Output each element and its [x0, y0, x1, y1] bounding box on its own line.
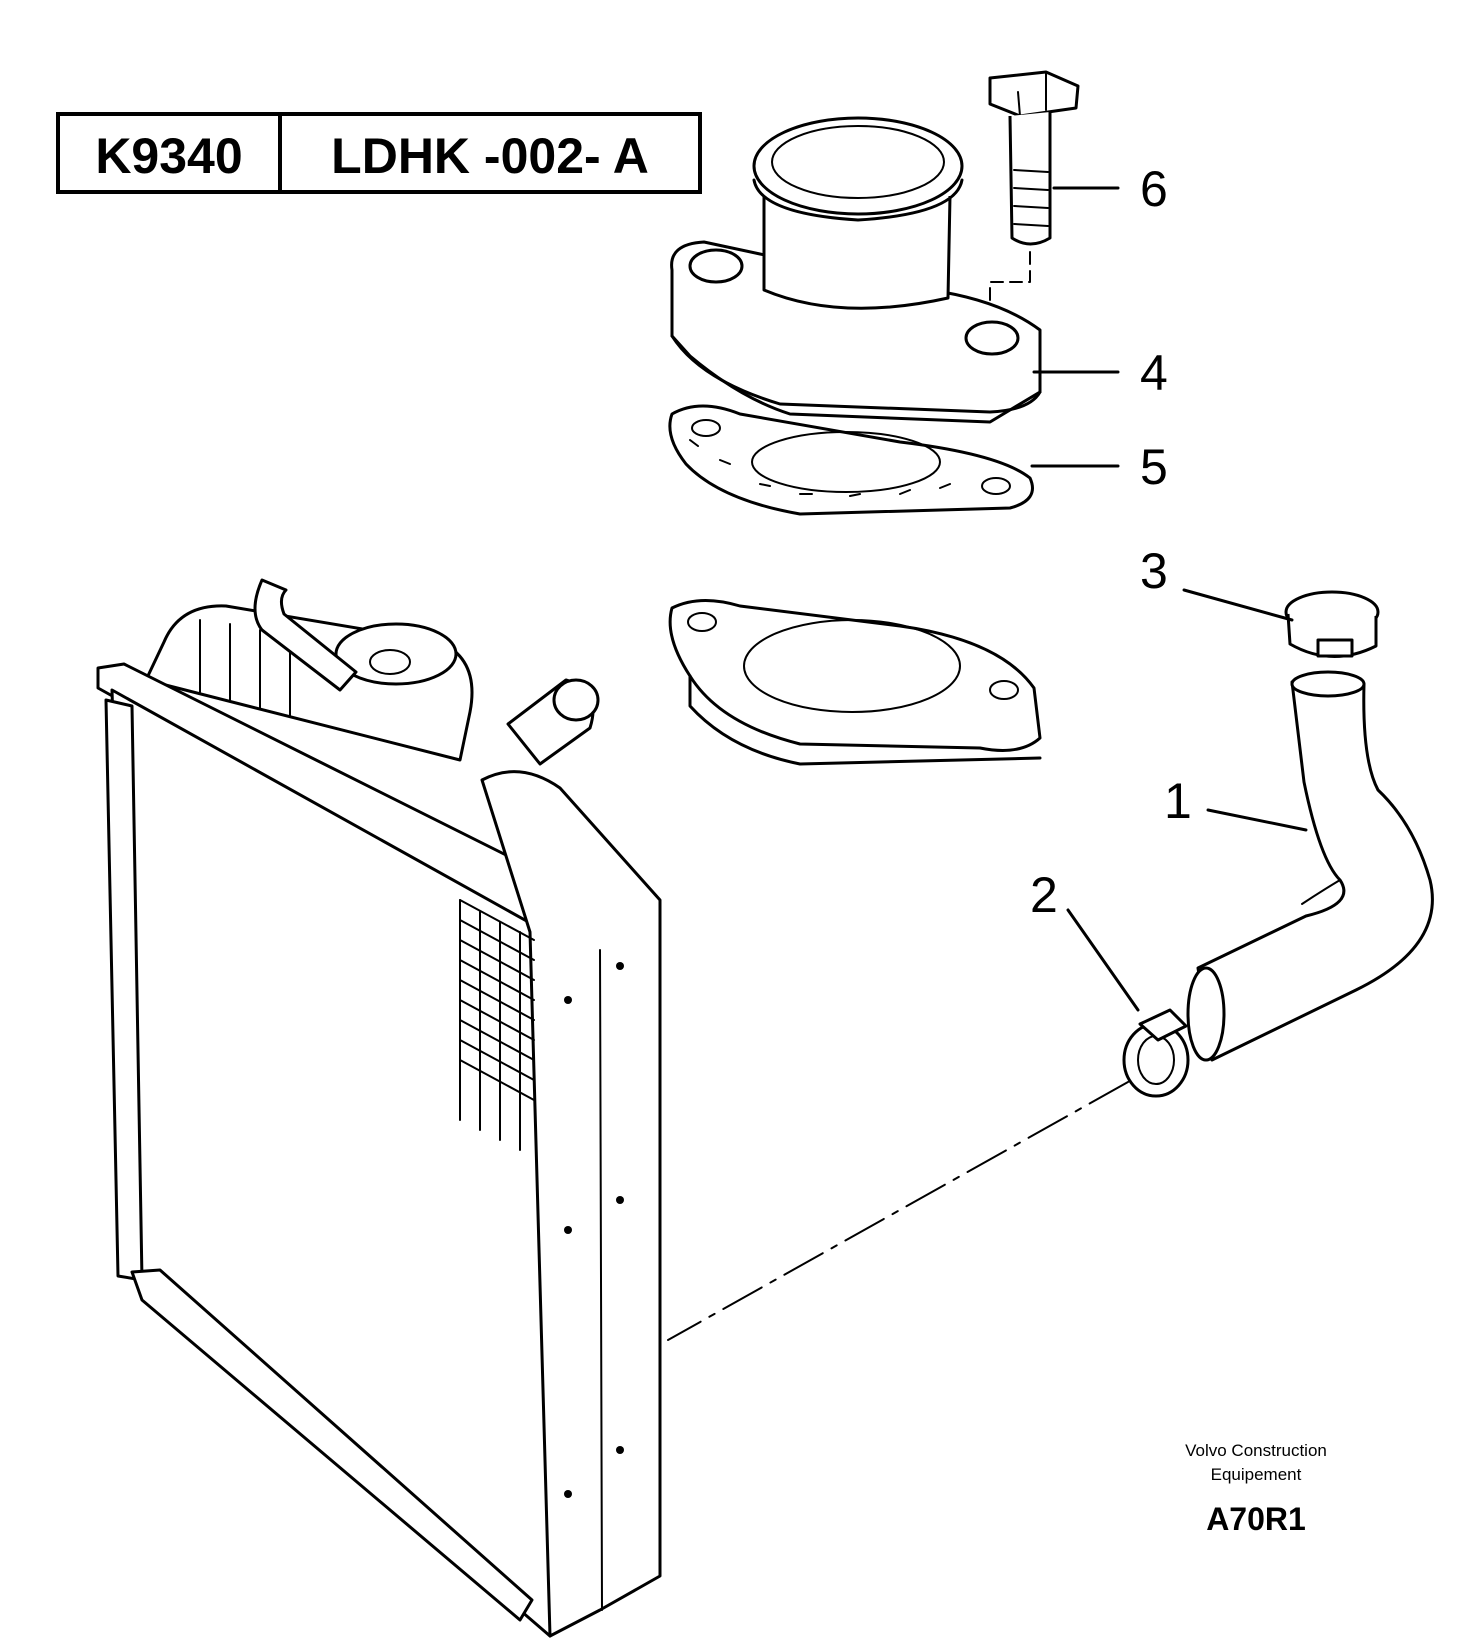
bolt-head	[988, 70, 1080, 118]
drawing-code: A70R1	[1206, 1501, 1306, 1537]
leader-2	[1066, 908, 1140, 1012]
callout-2: 2	[1030, 867, 1058, 923]
housing-bolt-hole-right	[964, 320, 1020, 356]
clamp-top-screw	[1316, 638, 1354, 658]
header-tag: K9340 LDHK -002- A	[56, 112, 702, 194]
callout-4: 4	[1140, 345, 1168, 401]
hose-clamp-top-part	[1284, 590, 1380, 658]
mounting-face-hole-left	[687, 612, 717, 632]
radiator-fin-mesh	[459, 899, 535, 1151]
leader-3	[1182, 588, 1294, 622]
callout-5: 5	[1140, 439, 1168, 495]
hose-bottom-end	[1186, 966, 1226, 1062]
thermostat-housing-part	[670, 116, 1042, 424]
gasket-texture	[689, 439, 951, 497]
gasket-bore	[751, 431, 941, 493]
gasket-hole-right	[981, 477, 1011, 495]
engine-mounting-face	[668, 598, 1042, 766]
callout-1: 1	[1164, 773, 1192, 829]
callout-6: 6	[1140, 161, 1168, 217]
radiator-core	[110, 688, 552, 1638]
bolt-part	[988, 70, 1080, 327]
brand-line-1: Volvo Construction	[1185, 1441, 1327, 1460]
mounting-face-bore	[743, 619, 961, 713]
housing-outlet-rim	[752, 116, 964, 216]
hose-top-end	[1290, 670, 1366, 698]
radiator-part	[96, 578, 662, 1638]
mounting-face-hole-right	[989, 680, 1019, 700]
bolt-shank	[1008, 112, 1052, 246]
hose-axis-line	[667, 1081, 1129, 1341]
housing-outlet-bore	[771, 125, 945, 199]
gasket-part	[668, 404, 1034, 516]
leader-1	[1206, 808, 1308, 832]
header-tag-left: K9340	[95, 128, 242, 184]
header-tag-frame	[56, 112, 702, 194]
brand-line-2: Equipement	[1211, 1465, 1302, 1484]
gasket-hole-left	[691, 419, 721, 437]
callout-3: 3	[1140, 543, 1168, 599]
housing-neck	[762, 195, 952, 310]
bolt-axis-line	[989, 251, 1031, 327]
mounting-face-outline	[668, 598, 1042, 752]
radiator-side-tank	[480, 770, 662, 1638]
radiator-hose-part	[1186, 670, 1434, 1062]
radiator-bottom-rail	[130, 1268, 534, 1622]
callout-leaders	[1030, 186, 1308, 1012]
hose-body	[1196, 680, 1434, 1062]
radiator-overflow-pipe	[253, 578, 358, 692]
hose-clamp-bottom-part	[1122, 1008, 1190, 1098]
housing-bolt-hole-left	[688, 248, 744, 284]
clamp-bottom-screw	[1138, 1008, 1188, 1042]
header-tag-right: LDHK -002- A	[331, 128, 649, 184]
